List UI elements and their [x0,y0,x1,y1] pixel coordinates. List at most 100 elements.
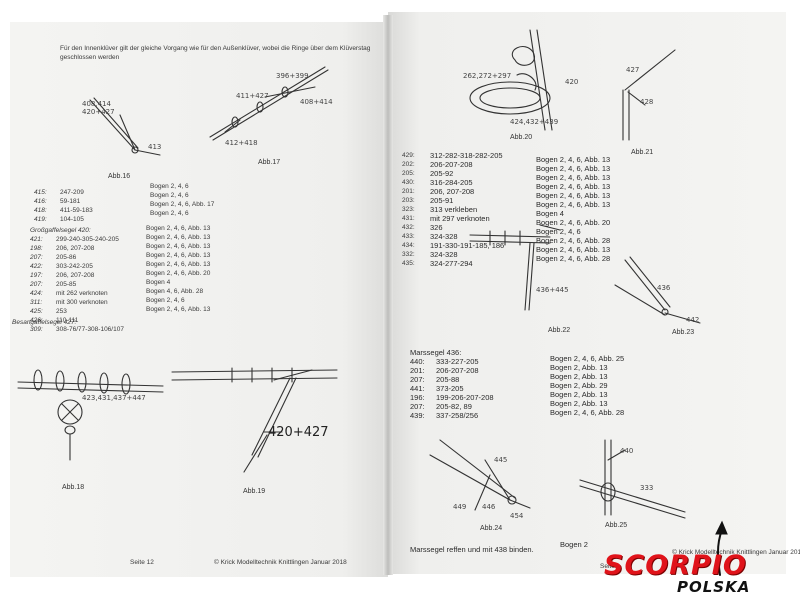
figure-20-label-a: 262,272+297 [463,72,512,80]
figure-25-drawing [579,439,686,519]
book-gutter [383,15,393,575]
table4-parts: 373-205 [436,384,464,393]
table4-bogen: Bogen 2, 4, 6, Abb. 28 [550,408,625,417]
figure-18-caption: Abb.18 [62,484,85,491]
figure-16-label-a: 408,414 [82,100,111,108]
table4-parts-col: 333-227-205 206-207-208 205-88 373-205 1… [436,357,494,420]
table2-num: 311: [30,299,43,306]
table3-num: 431: [402,215,415,222]
table3-num: 432: [402,224,415,231]
figure-16-drawing [89,97,161,156]
figure-17-label-b: 411+427 [236,92,269,100]
figure-22-caption: Abb.22 [548,327,571,334]
table1-parts: 104-105 [60,216,84,223]
table2-bogen: Bogen 4, 6, Abb. 28 [146,288,204,295]
logo-sub-text: POLSKA [677,578,751,596]
figure-17-drawing [209,66,329,141]
table1-bogen: Bogen 2, 4, 6, Abb. 17 [150,201,215,208]
table2-bogen-col: Bogen 2, 4, 6, Abb. 13 Bogen 2, 4, 6, Ab… [146,224,210,314]
table2-parts-col: 299-240-305-240-205 206, 207-208 205-86 … [56,235,124,334]
intro-text-line1: Für den Innenklüver gilt der gleiche Vor… [60,45,371,52]
table3-parts: 324-277-294 [430,259,473,268]
table2-bogen: Bogen 2, 4, 6, Abb. 13 [146,234,211,241]
table1-parts: 411-59-183 [60,207,93,214]
table2-parts: 253 [56,308,67,315]
table3-parts: 316-284-205 [430,178,473,187]
table3-num: 323: [402,206,415,213]
table1-bogen: Bogen 2, 4, 6 [150,192,189,199]
table4-num: 207: [410,375,425,384]
figure-22-drawing [469,224,561,311]
table2-parts: 205-86 [56,254,77,261]
figure-20-label-b: 420 [565,78,579,86]
table4-bogen: Bogen 2, Abb. 13 [550,390,608,399]
table4-num: 201: [410,366,425,375]
table2-parts: 303-242-205 [56,263,93,270]
table4-bogen: Bogen 2, Abb. 29 [550,381,608,390]
table3-bogen: Bogen 4 [536,209,564,218]
figure-21-drawing [622,49,676,141]
table2-num: 197: [30,272,43,279]
table4-parts: 337-258/256 [436,411,479,420]
table4-bogen-col: Bogen 2, 4, 6, Abb. 25 Bogen 2, Abb. 13 … [550,354,624,417]
table1-parts: 59-181 [60,198,81,205]
logo-brand-text: SCORPIO [604,550,747,581]
right-footer-copyright: © Krick Modelltechnik Knittlingen Januar… [672,549,800,556]
table3-bogen: Bogen 2, 4, 6, Abb. 13 [536,155,611,164]
table4-parts: 199-206-207-208 [436,393,494,402]
right-footer-instruction: Marssegel reffen und mit 438 binden. [410,545,534,554]
table2-bogen: Bogen 2, 4, 6, Abb. 13 [146,252,211,259]
figure-16-label-c: 413 [148,143,162,151]
table3-parts: 324-328 [430,250,458,259]
right-footer-bogen: Bogen 2 [560,540,588,549]
table3-parts: 312-282-318-282-205 [430,151,503,160]
table3-num: 434: [402,242,415,249]
table3-num: 332: [402,251,415,258]
table4-num: 207: [410,402,425,411]
table2-bogen: Bogen 2, 4, 6, Abb. 20 [146,270,211,277]
table2-num: 424: [30,290,43,297]
table2-bogen: Bogen 2, 4, 6, Abb. 13 [146,306,211,313]
figure-23-drawing [614,256,701,324]
table3-bogen-col: Bogen 2, 4, 6, Abb. 13 Bogen 2, 4, 6, Ab… [536,155,610,263]
table2-bogen: Bogen 2, 4, 6, Abb. 13 [146,243,211,250]
table2-parts: 299-240-305-240-205 [56,236,119,243]
table3-bogen: Bogen 2, 4, 6, Abb. 28 [536,236,611,245]
table4-bogen: Bogen 2, Abb. 13 [550,363,608,372]
table4-num: 196: [410,393,425,402]
table2-bogen: Bogen 4 [146,279,171,286]
table3-bogen: Bogen 2, 4, 6, Abb. 28 [536,254,611,263]
table2-num: 425: [30,308,43,315]
table2-parts: 206, 207-208 [56,272,95,279]
table4-num: 440: [410,357,425,366]
figure-22-label: 436+445 [536,286,569,294]
table2-parts: mit 300 verknoten [56,299,108,306]
table2-parts: 205-85 [56,281,77,288]
table3-parts: 205-91 [430,196,454,205]
table2-num: 426: [30,317,43,324]
table4-parts: 205-88 [436,375,460,384]
table3-bogen: Bogen 2, 4, 6, Abb. 13 [536,182,611,191]
left-footer-page: Seite 12 [130,559,154,566]
table3-num-col: 429: 202: 205: 430: 201: 203: 323: 431: … [402,151,415,268]
table1-parts: 247-209 [60,189,84,196]
figure-23-label-a: 436 [657,284,671,292]
table3-parts-col: 312-282-318-282-205 206-207-208 205-92 3… [430,151,504,268]
table2-parts: 206, 207-208 [56,245,95,252]
figure-23-label-b: 442 [686,316,700,324]
figure-24-drawing [429,439,531,511]
figure-17-caption: Abb.17 [258,159,281,166]
table4-num-col: 440: 201: 207: 441: 196: 207: 439: [410,357,425,420]
figure-16-caption: Abb.16 [108,173,131,180]
table4-parts: 333-227-205 [436,357,479,366]
table3-num: 201: [402,188,415,195]
figure-16-label-b: 420+427 [82,108,115,116]
scorpio-tail-icon [715,520,728,576]
figure-17-label-c: 408+414 [300,98,333,106]
table4-num: 439: [410,411,425,420]
figure-25-label-a: 440 [620,447,634,455]
table3-bogen: Bogen 2, 4, 6 [536,227,581,236]
table3-num: 429: [402,152,415,159]
table3-num: 433: [402,233,415,240]
